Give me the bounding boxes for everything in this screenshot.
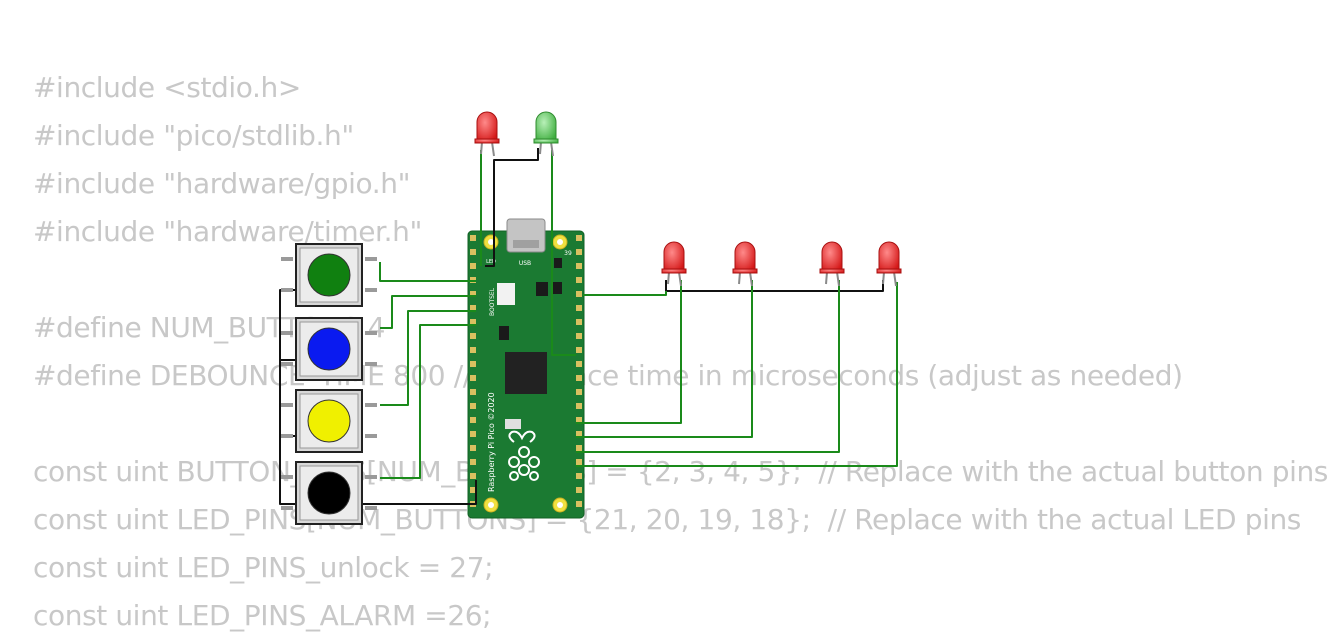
board-pin[interactable]	[576, 347, 582, 353]
code-editor[interactable]: #include <stdio.h> #include "pico/stdlib…	[33, 64, 1328, 640]
push-button-green[interactable]	[281, 243, 377, 307]
code-line: const uint LED_PINS_unlock = 27;	[33, 551, 494, 584]
pico-board[interactable]: USB 39 LED BOOTSEL Raspberry Pi Pico ©20…	[467, 218, 585, 519]
raspberry-logo-icon	[508, 430, 540, 481]
led-red[interactable]	[661, 241, 687, 287]
push-button-blue[interactable]	[281, 317, 377, 381]
board-pin[interactable]	[470, 249, 476, 255]
board-pin[interactable]	[470, 431, 476, 437]
led-red[interactable]	[876, 241, 902, 287]
led-label: LED	[486, 259, 496, 265]
board-pin[interactable]	[576, 361, 582, 367]
board-pin[interactable]	[470, 445, 476, 451]
board-pin[interactable]	[576, 431, 582, 437]
board-pin[interactable]	[576, 277, 582, 283]
push-button-black[interactable]	[281, 461, 377, 525]
board-pin[interactable]	[576, 417, 582, 423]
board-pin[interactable]	[576, 403, 582, 409]
board-pin[interactable]	[576, 501, 582, 507]
board-pin[interactable]	[576, 375, 582, 381]
board-pin[interactable]	[576, 487, 582, 493]
usb-label: USB	[519, 260, 531, 267]
led-green[interactable]	[533, 111, 559, 157]
board-pin[interactable]	[576, 305, 582, 311]
board-pin[interactable]	[576, 235, 582, 241]
rp2040-chip	[505, 352, 547, 394]
board-pin[interactable]	[470, 347, 476, 353]
push-button-yellow[interactable]	[281, 389, 377, 453]
board-pin[interactable]	[470, 389, 476, 395]
board-pin[interactable]	[470, 361, 476, 367]
board-pin[interactable]	[576, 389, 582, 395]
code-line: #include "hardware/gpio.h"	[33, 167, 411, 200]
board-pin[interactable]	[470, 375, 476, 381]
board-pin[interactable]	[576, 459, 582, 465]
code-line: #include "pico/stdlib.h"	[33, 119, 354, 152]
board-pin[interactable]	[576, 291, 582, 297]
led-red[interactable]	[732, 241, 758, 287]
code-line: const uint LED_PINS_ALARM =26;	[33, 599, 492, 632]
board-pin[interactable]	[470, 333, 476, 339]
board-name: Raspberry Pi Pico ©2020	[487, 392, 496, 492]
board-pin[interactable]	[470, 235, 476, 241]
board-pin[interactable]	[470, 417, 476, 423]
circuit-diagram[interactable]: USB 39 LED BOOTSEL Raspberry Pi Pico ©20…	[0, 0, 1200, 630]
board-pin[interactable]	[576, 473, 582, 479]
board-pin[interactable]	[470, 305, 476, 311]
board-pin[interactable]	[470, 473, 476, 479]
wires	[279, 148, 898, 505]
code-line: #include <stdio.h>	[33, 71, 301, 104]
code-line: const uint LED_PINS[NUM_BUTTONS] = {21, …	[33, 503, 1302, 536]
board-pin[interactable]	[470, 403, 476, 409]
code-line: #include "hardware/timer.h"	[33, 215, 422, 248]
board-pin[interactable]	[470, 291, 476, 297]
led-red[interactable]	[819, 241, 845, 287]
board-pin[interactable]	[576, 263, 582, 269]
bootsel-label: BOOTSEL	[489, 287, 496, 316]
board-pin[interactable]	[576, 333, 582, 339]
pin39-label: 39	[564, 250, 572, 257]
bootsel-button[interactable]	[497, 283, 515, 305]
board-pin[interactable]	[576, 249, 582, 255]
board-pin[interactable]	[470, 487, 476, 493]
board-pin[interactable]	[576, 445, 582, 451]
board-pin[interactable]	[576, 319, 582, 325]
board-pin[interactable]	[470, 263, 476, 269]
board-pin[interactable]	[470, 459, 476, 465]
board-pin[interactable]	[470, 319, 476, 325]
led-red[interactable]	[474, 111, 500, 157]
